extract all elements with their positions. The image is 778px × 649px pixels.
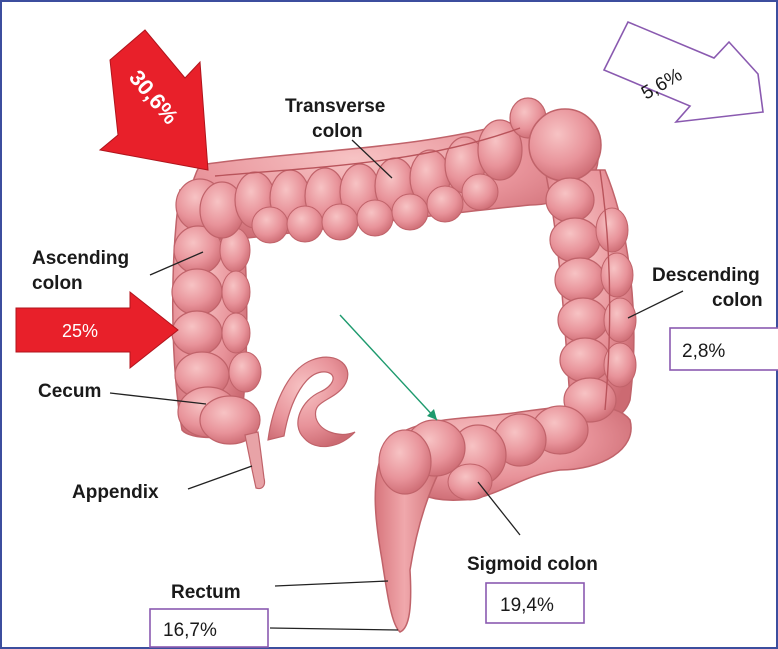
descending-percentage-value: 2,8% (682, 341, 725, 362)
leader-rectum (275, 581, 388, 586)
leader-descending (628, 291, 683, 318)
label-transverse-line2: colon (312, 121, 363, 142)
label-descending-line1: Descending (652, 265, 760, 286)
label-rectum: Rectum (171, 582, 241, 603)
ileum-shape (268, 357, 355, 446)
box-rectum-percentage: 16,7% (150, 609, 268, 647)
box-sigmoid-percentage: 19,4% (486, 583, 584, 623)
label-transverse-line1: Transverse (285, 96, 385, 117)
arrow-ascending-percentage-label: 25% (62, 321, 98, 341)
arrow-ascending-percentage: 25% (16, 292, 178, 368)
label-sigmoid: Sigmoid colon (467, 554, 598, 575)
colon-illustration (172, 98, 636, 632)
leader-rectum-percentage (270, 628, 398, 630)
label-ascending-line2: colon (32, 273, 83, 294)
arrow-transverse-percentage: 30,6% (100, 30, 208, 170)
sigmoid-percentage-value: 19,4% (500, 595, 554, 616)
arrow-splenic-percentage: 5,6% (604, 22, 763, 122)
label-cecum: Cecum (38, 381, 101, 402)
rectum-percentage-value: 16,7% (163, 620, 217, 641)
leader-appendix (188, 466, 252, 489)
label-appendix: Appendix (72, 482, 159, 503)
green-pointer-arrow (340, 315, 437, 420)
label-ascending-line1: Ascending (32, 248, 129, 269)
label-descending-line2: colon (712, 290, 763, 311)
box-descending-percentage: 2,8% (670, 328, 778, 370)
appendix-shape (245, 432, 265, 489)
